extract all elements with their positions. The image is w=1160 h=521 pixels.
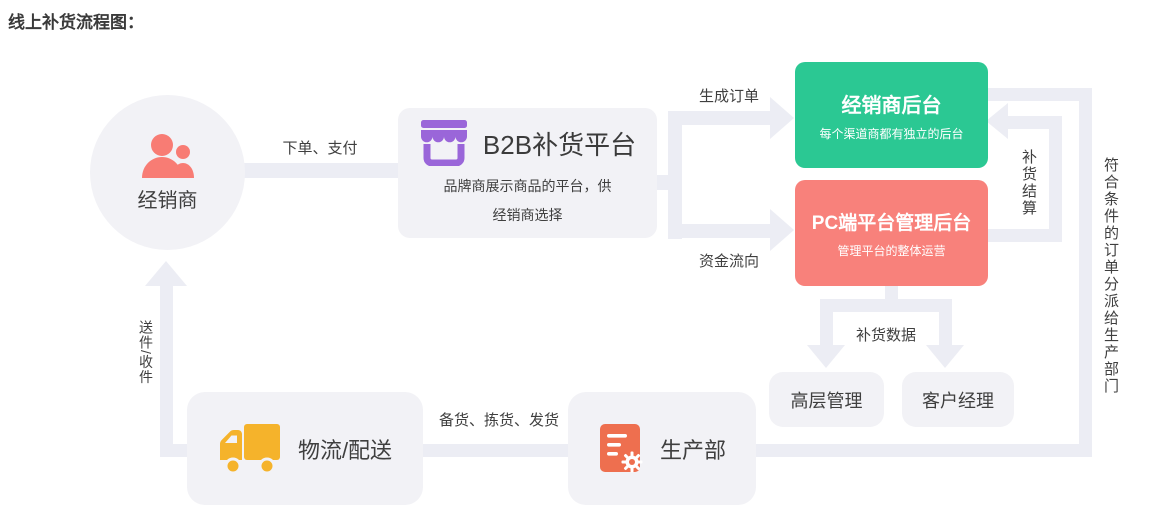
node-pc-admin: PC端平台管理后台 管理平台的整体运营 <box>795 180 988 286</box>
connector-data-arm-left <box>820 299 833 346</box>
node-logistics-label: 物流/配送 <box>297 437 393 463</box>
page-title: 线上补货流程图： <box>8 13 144 32</box>
node-senior-mgmt: 高层管理 <box>769 372 884 427</box>
connector-deliver-stem <box>160 284 173 457</box>
node-b2b-title: B2B补货平台 <box>482 129 637 160</box>
edge-label-order-pay: 下单、支付 <box>282 140 358 157</box>
people-icon <box>141 133 194 178</box>
storefront-icon <box>420 120 467 166</box>
edge-label-generate-order: 生成订单 <box>698 88 760 105</box>
connector-qualified-bottom <box>754 444 1092 457</box>
connector-branch-top <box>668 111 770 125</box>
edge-label-fund-flow: 资金流向 <box>698 253 760 270</box>
node-dealer-backend-title: 经销商后台 <box>841 94 942 117</box>
connector-split-vertical <box>668 111 682 239</box>
edge-label-deliver-receive: 送件/收件 <box>138 320 154 385</box>
connector-dealer-to-b2b <box>238 163 402 178</box>
arrowhead-to-senior-mgmt <box>807 345 845 368</box>
edge-label-replenish-data: 补货数据 <box>849 322 923 347</box>
connector-data-cross <box>820 299 952 312</box>
node-logistics: 物流/配送 <box>187 392 423 505</box>
arrowhead-settle-to-dealer-backend <box>986 103 1008 139</box>
node-pc-admin-title: PC端平台管理后台 <box>811 212 972 234</box>
connector-qualified-vertical <box>1079 88 1092 457</box>
connector-settle-top <box>1008 116 1062 129</box>
edge-label-replenish-settle: 补货结算 <box>1020 149 1037 217</box>
node-pc-admin-subtitle: 管理平台的整体运营 <box>837 243 946 258</box>
edge-label-prepare-pick-ship: 备货、拣货、发货 <box>438 412 560 429</box>
node-b2b-subtitle-line2: 经销商选择 <box>492 207 563 223</box>
connector-data-arm-right <box>939 299 952 346</box>
connector-qualified-top <box>986 88 1092 101</box>
connector-settle-bottom <box>986 229 1062 242</box>
document-gear-icon <box>599 423 643 472</box>
node-dealer-backend: 经销商后台 每个渠道商都有独立的后台 <box>795 62 988 168</box>
node-b2b-subtitle-line1: 品牌商展示商品的平台，供 <box>443 178 612 194</box>
truck-icon <box>219 423 280 474</box>
connector-production-to-logistics <box>423 444 569 457</box>
arrowhead-to-account-mgr <box>926 345 964 368</box>
node-production: 生产部 <box>568 392 756 505</box>
edge-label-qualified-orders: 符合条件的订单分派给生产部门 <box>1102 157 1119 395</box>
arrowhead-to-pc-admin <box>770 209 794 251</box>
node-senior-mgmt-label: 高层管理 <box>790 390 863 411</box>
arrowhead-deliver-to-dealer <box>145 261 187 286</box>
connector-settle-vertical <box>1049 116 1062 242</box>
node-production-label: 生产部 <box>659 437 726 463</box>
arrowhead-to-dealer-backend <box>770 97 794 139</box>
connector-branch-bottom <box>668 224 770 238</box>
node-account-mgr-label: 客户经理 <box>922 390 994 411</box>
node-account-mgr: 客户经理 <box>902 372 1014 427</box>
node-b2b-platform: B2B补货平台 品牌商展示商品的平台，供 经销商选择 <box>398 108 657 238</box>
node-dealer: 经销商 <box>90 95 245 250</box>
node-dealer-backend-subtitle: 每个渠道商都有独立的后台 <box>819 126 964 141</box>
node-dealer-label: 经销商 <box>137 189 198 212</box>
